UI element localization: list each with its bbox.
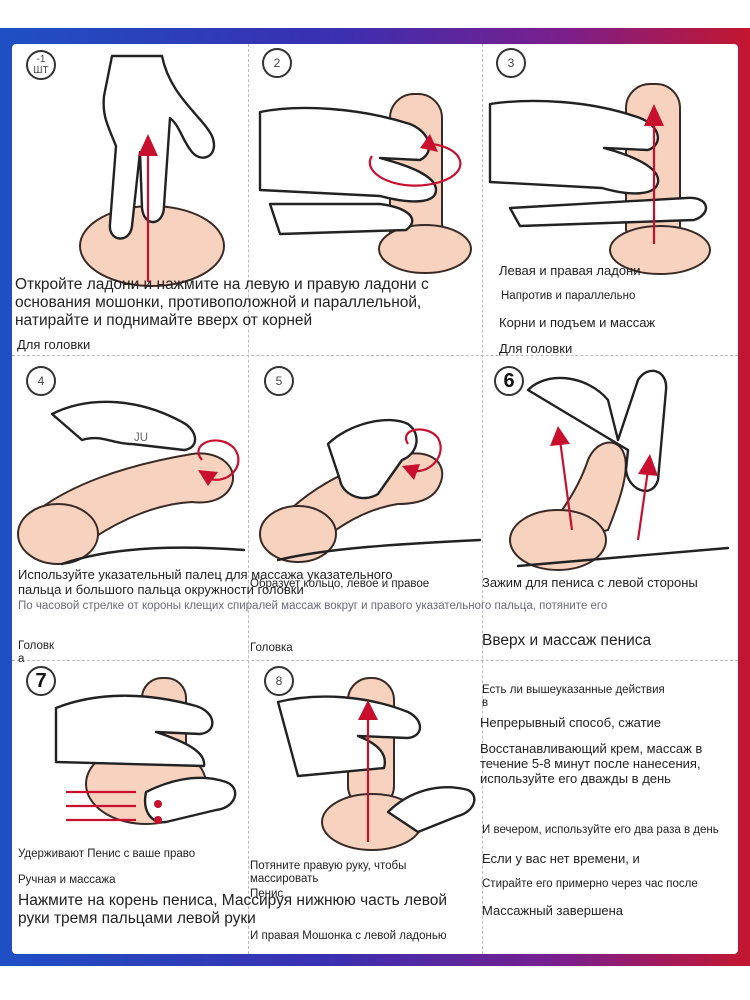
col3-note5: Если у вас нет времени, и — [482, 851, 640, 866]
col3-note7: Массажный завершена — [482, 903, 624, 918]
step4-mark: JU — [134, 432, 149, 444]
grid-row-divider-2 — [12, 660, 738, 661]
step1-instruction: Откройте ладони и нажмите на левую и пра… — [15, 276, 434, 329]
instruction-sheet: -1 ШТ 2 3 Откройте ладони и нажмите на л… — [12, 44, 738, 954]
step4-illustration — [17, 400, 246, 566]
step3-line1: Левая и правая ладони — [499, 263, 641, 278]
col3-note1: Есть ли вышеуказанные действия в — [482, 684, 665, 710]
step7-line3: Нажмите на корень пениса, Массируя нижню… — [18, 892, 452, 927]
step7-line1: Удерживают Пенис с ваше право — [18, 848, 196, 860]
step-number-1: -1 ШТ — [26, 50, 56, 80]
col3-note2: Непрерывный способ, сжатие — [480, 715, 662, 730]
step8-line1: Потяните правую руку, чтобы массировать — [250, 860, 410, 886]
step-number-8: 8 — [264, 666, 294, 696]
col3-note3: Восстанавливающий крем, массаж в течение… — [480, 741, 706, 786]
step7-illustration — [54, 677, 237, 825]
step-number-4: 4 — [26, 366, 56, 396]
step-number-5: 5 — [264, 366, 294, 396]
step2-illustration — [258, 93, 472, 274]
step-number-3: 3 — [496, 48, 526, 78]
step5-illustration — [259, 418, 482, 563]
step4-instruction: Используйте указательный палец для масса… — [18, 567, 397, 597]
col3-note6: Стирайте его примерно через час после — [482, 878, 698, 890]
step8-line2: Пенис — [250, 888, 284, 900]
step6-line2: Вверх и массаж пениса — [482, 632, 652, 649]
step1-illustration — [79, 54, 225, 287]
step1-subtitle: Для головки — [17, 337, 91, 352]
step7-line2: Ручная и массажа — [18, 874, 116, 886]
step6-illustration — [509, 369, 730, 571]
grid-divider-2 — [482, 44, 483, 954]
grid-row-divider-1 — [12, 355, 738, 356]
col3-note4: И вечером, используйте его два раза в де… — [482, 824, 719, 836]
row2-wide-instruction: По часовой стрелке от короны клещих спир… — [18, 600, 608, 612]
step4-label: Головк а — [18, 640, 54, 666]
step-number-2: 2 — [262, 48, 292, 78]
step8-illustration — [276, 677, 476, 851]
step5-label: Головка — [250, 642, 293, 654]
step8-line3: И правая Мошонка с левой ладонью — [250, 930, 447, 942]
step-number-7: 7 — [26, 666, 56, 696]
step3-line2: Напротив и параллельно — [501, 290, 636, 302]
step3-line3: Корни и подъем и массаж — [499, 315, 656, 330]
step5-instruction: Образует кольцо, левое и правое — [250, 578, 430, 590]
grid-divider-1 — [248, 44, 249, 954]
step6-line1: Зажим для пениса с левой стороны — [482, 575, 698, 590]
step3-illustration — [488, 83, 711, 275]
step3-line4: Для головки — [499, 341, 573, 356]
step-number-6: 6 — [494, 366, 524, 396]
